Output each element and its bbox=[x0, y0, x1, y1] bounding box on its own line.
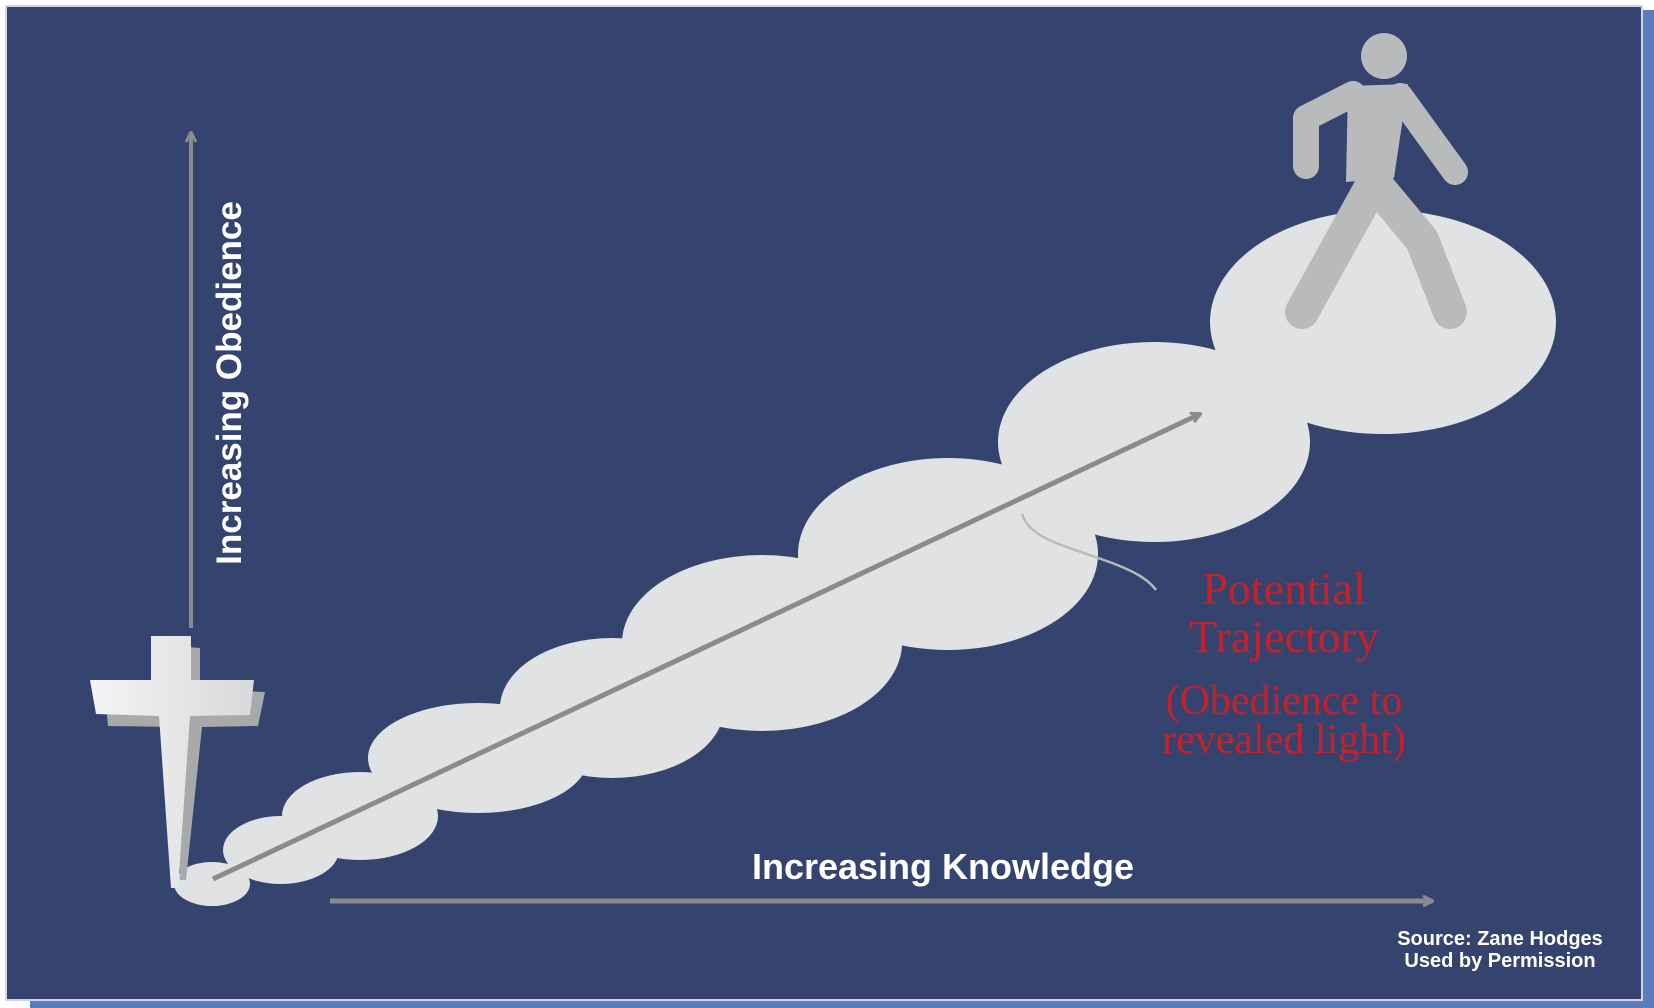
cross-icon bbox=[90, 636, 265, 888]
cloud-blob bbox=[798, 458, 1098, 650]
source-credit-line1: Source: Zane Hodges bbox=[1397, 928, 1603, 950]
y-axis-label: Increasing Obedience bbox=[210, 201, 249, 565]
source-credit-line2: Used by Permission bbox=[1404, 950, 1595, 972]
trajectory-arrow bbox=[211, 411, 1200, 882]
trajectory-title-line2: Trajectory bbox=[1189, 611, 1379, 662]
walking-person-icon bbox=[1285, 33, 1468, 329]
x-axis-label: Increasing Knowledge bbox=[752, 846, 1134, 887]
cloud-blob bbox=[998, 342, 1310, 542]
trajectory-subtitle-line1: (Obedience to bbox=[1166, 678, 1403, 724]
trajectory-cloud-path bbox=[174, 210, 1556, 906]
callout-leader-line bbox=[1020, 513, 1157, 591]
trajectory-subtitle-line2: revealed light) bbox=[1162, 717, 1406, 763]
trajectory-title-line1: Potential bbox=[1202, 563, 1366, 614]
cloud-blob bbox=[1210, 210, 1556, 434]
